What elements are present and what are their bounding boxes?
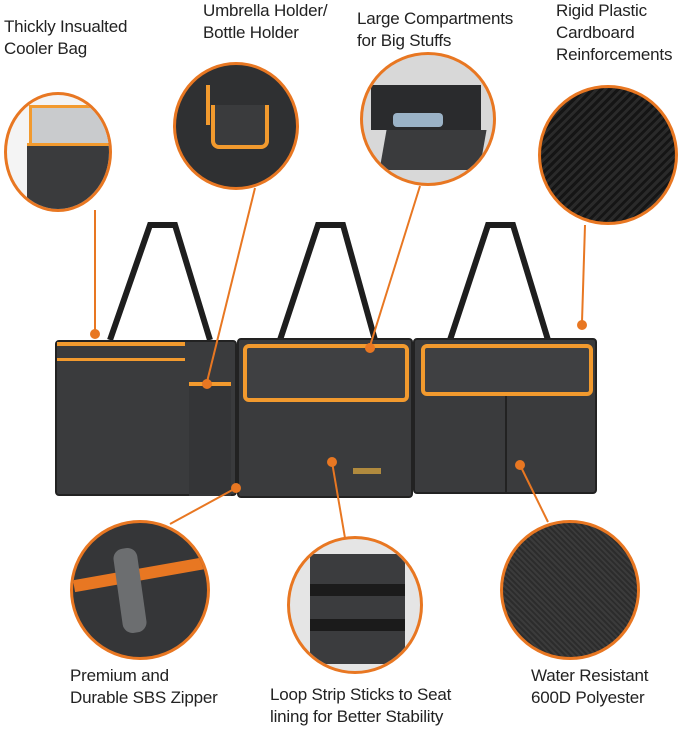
- loop-strip-detail-circle: [287, 536, 423, 674]
- label-line: Premium and: [70, 666, 169, 685]
- label-cooler: Thickly Insualted Cooler Bag: [4, 16, 127, 60]
- label-line: Large Compartments: [357, 9, 514, 28]
- cooler-lid: [57, 342, 185, 361]
- label-line: 600D Polyester: [531, 688, 645, 707]
- label-line: Cooler Bag: [4, 39, 88, 58]
- label-compartments: Large Compartments for Big Stuffs: [357, 8, 513, 52]
- label-reinforcement: Rigid Plastic Cardboard Reinforcements: [556, 0, 672, 66]
- polyester-detail-circle: [500, 520, 640, 660]
- reinforcement-detail-circle: [538, 85, 678, 225]
- compartment-detail-circle: [360, 52, 496, 186]
- right-flap: [421, 344, 593, 396]
- umbrella-holder-detail-circle: [173, 62, 299, 190]
- organizer-middle-section: [237, 338, 413, 498]
- label-umbrella: Umbrella Holder/ Bottle Holder: [203, 0, 328, 44]
- label-line: Umbrella Holder/: [203, 1, 328, 20]
- label-line: for Big Stuffs: [357, 31, 452, 50]
- label-line: lining for Better Stability: [270, 707, 444, 726]
- label-zipper: Premium and Durable SBS Zipper: [70, 665, 218, 709]
- label-line: Cardboard: [556, 23, 635, 42]
- organizer-right-section: [413, 338, 597, 494]
- label-line: Loop Strip Sticks to Seat: [270, 685, 452, 704]
- organizer-left-section: [55, 340, 237, 496]
- label-polyester: Water Resistant 600D Polyester: [531, 665, 648, 709]
- label-line: Water Resistant: [531, 666, 649, 685]
- label-line: Rigid Plastic: [556, 1, 647, 20]
- cooler-detail-circle: [4, 92, 112, 212]
- label-line: Thickly Insualted: [4, 17, 128, 36]
- brand-tag: [353, 468, 381, 474]
- middle-flap: [243, 344, 409, 402]
- label-loop: Loop Strip Sticks to Seat lining for Bet…: [270, 684, 451, 728]
- label-line: Bottle Holder: [203, 23, 299, 42]
- zipper-detail-circle: [70, 520, 210, 660]
- bottle-pocket: [189, 382, 231, 496]
- label-line: Reinforcements: [556, 45, 673, 64]
- label-line: Durable SBS Zipper: [70, 688, 218, 707]
